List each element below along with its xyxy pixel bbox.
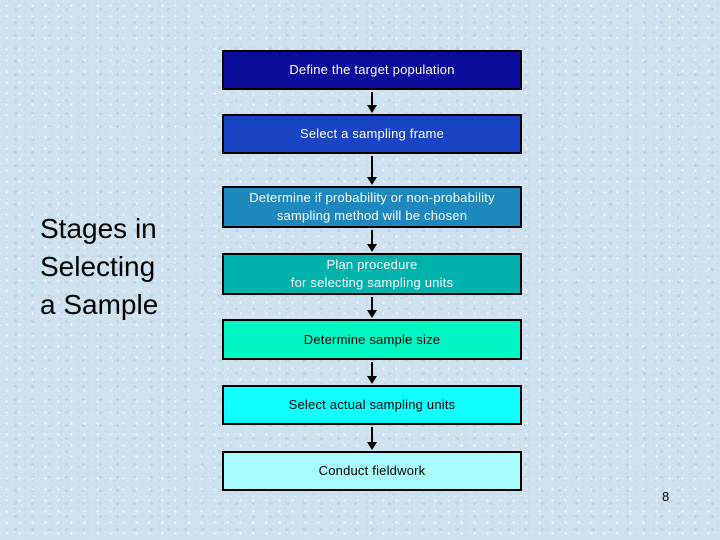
flow-arrow-down [362,427,382,450]
flow-step-select-sampling-frame: Select a sampling frame [222,114,522,154]
flow-step-conduct-fieldwork: Conduct fieldwork [222,451,522,491]
flow-step-label: sampling method will be chosen [276,208,468,223]
slide-title-line: Selecting [40,251,156,282]
flow-step-label: Select actual sampling units [288,397,456,412]
flow-step-determine-sample-size: Determine sample size [222,319,522,360]
page-number: 8 [662,489,670,504]
flow-step-label: for selecting sampling units [290,275,454,290]
flow-step-label: Conduct fieldwork [318,463,426,478]
flow-step-label: Determine sample size [303,331,441,347]
flow-step-label: Determine if probability or non-probabil… [249,190,495,205]
flow-arrow-down [362,362,382,384]
flow-arrow-down [362,230,382,252]
slide-title-line: Stages in [40,213,157,244]
flow-step-select-actual-sampling-units: Select actual sampling units [222,385,522,425]
flow-step-determine-probability-method: Determine if probability or non-probabil… [222,186,522,228]
flow-arrow-down [362,92,382,113]
flow-step-define-target-population: Define the target population [222,50,522,90]
flow-step-label: Select a sampling frame [299,126,445,141]
flow-arrow-down [362,156,382,185]
flow-step-label: Define the target population [289,62,455,77]
slide-title: Stages in Selecting a Sample [40,210,158,324]
slide-title-line: a Sample [40,289,159,320]
flow-step-plan-procedure: Plan procedure for selecting sampling un… [222,253,522,295]
flow-step-label: Plan procedure [326,257,418,272]
flow-arrow-down [362,297,382,318]
